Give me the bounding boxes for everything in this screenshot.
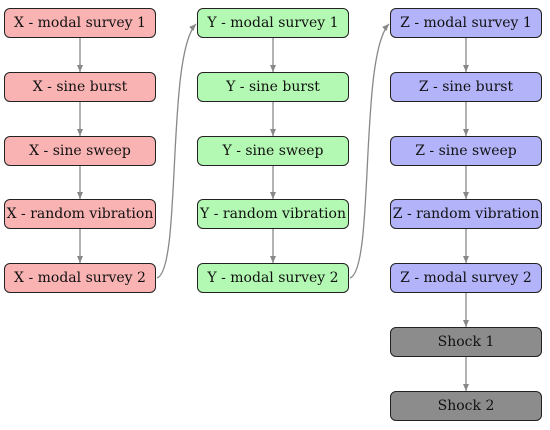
node-z-modal-survey-1: Z - modal survey 1 <box>390 8 542 38</box>
node-y-random-vibration: Y - random vibration <box>197 199 349 229</box>
node-x-modal-survey-2: X - modal survey 2 <box>4 263 156 293</box>
node-y-sine-burst: Y - sine burst <box>197 72 349 102</box>
node-z-modal-survey-2: Z - modal survey 2 <box>390 263 542 293</box>
node-x-sine-sweep: X - sine sweep <box>4 136 156 166</box>
node-x-modal-survey-1: X - modal survey 1 <box>4 8 156 38</box>
node-z-sine-sweep: Z - sine sweep <box>390 136 542 166</box>
node-x-sine-burst: X - sine burst <box>4 72 156 102</box>
edge-x5-to-y1 <box>156 23 197 279</box>
edge-y5-to-z1 <box>349 23 390 279</box>
node-y-modal-survey-2: Y - modal survey 2 <box>197 263 349 293</box>
node-z-random-vibration: Z - random vibration <box>390 199 542 229</box>
node-shock-2: Shock 2 <box>390 391 542 421</box>
node-z-sine-burst: Z - sine burst <box>390 72 542 102</box>
node-shock-1: Shock 1 <box>390 327 542 357</box>
node-x-random-vibration: X - random vibration <box>4 199 156 229</box>
node-y-sine-sweep: Y - sine sweep <box>197 136 349 166</box>
node-y-modal-survey-1: Y - modal survey 1 <box>197 8 349 38</box>
